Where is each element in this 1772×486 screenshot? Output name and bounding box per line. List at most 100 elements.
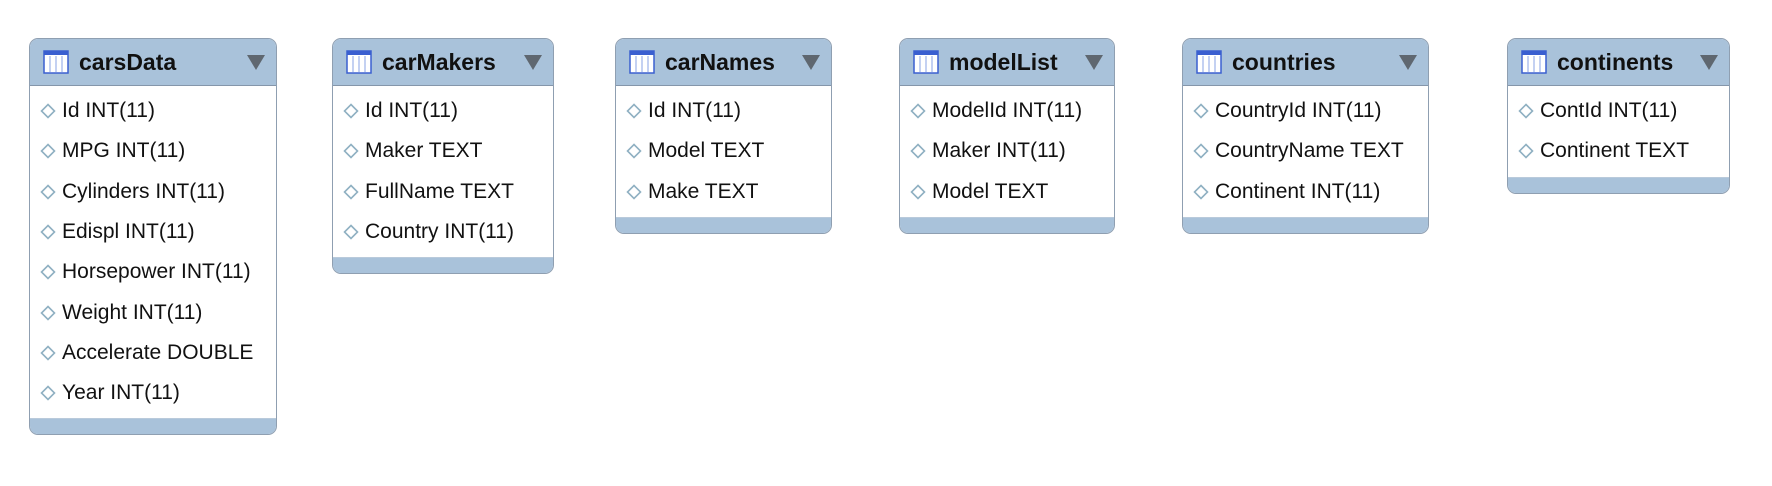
table-continents[interactable]: continents ContId INT(11) Continent TEXT <box>1507 38 1730 194</box>
diamond-icon <box>40 184 56 200</box>
diamond-icon <box>910 143 926 160</box>
column-row[interactable]: Continent TEXT <box>1508 131 1729 171</box>
table-name: modelList <box>949 48 1058 75</box>
column-label: Maker INT(11) <box>932 139 1066 163</box>
diamond-icon <box>1193 184 1209 200</box>
column-row[interactable]: CountryId INT(11) <box>1183 91 1428 131</box>
column-label: Maker TEXT <box>365 139 483 163</box>
table-header[interactable]: modelList <box>900 39 1114 86</box>
table-header[interactable]: continents <box>1508 39 1729 86</box>
table-name: continents <box>1557 48 1674 75</box>
table-carmakers[interactable]: carMakers Id INT(11) Maker TEXT FullName… <box>332 38 554 275</box>
column-list: Id INT(11) Model TEXT Make TEXT <box>616 86 831 217</box>
table-icon <box>43 50 69 74</box>
diamond-icon <box>40 264 56 280</box>
column-row[interactable]: Cylinders INT(11) <box>30 172 276 212</box>
column-label: MPG INT(11) <box>62 139 186 163</box>
column-label: Accelerate DOUBLE <box>62 340 254 364</box>
column-row[interactable]: MPG INT(11) <box>30 131 276 171</box>
column-row[interactable]: Maker TEXT <box>333 131 553 171</box>
table-carnames[interactable]: carNames Id INT(11) Model TEXT Make TEXT <box>615 38 832 234</box>
table-name: carMakers <box>382 48 496 75</box>
diamond-icon <box>1193 103 1209 119</box>
table-modellist[interactable]: modelList ModelId INT(11) Maker INT(11) … <box>899 38 1115 234</box>
column-row[interactable]: Horsepower INT(11) <box>30 252 276 292</box>
diamond-icon <box>1518 103 1534 119</box>
table-icon <box>629 50 655 74</box>
table-footer <box>900 216 1114 233</box>
column-label: Continent INT(11) <box>1215 179 1381 203</box>
column-label: Model TEXT <box>932 179 1049 203</box>
table-footer <box>1508 176 1729 193</box>
column-row[interactable]: Make TEXT <box>616 172 831 212</box>
diamond-icon <box>40 103 56 119</box>
diamond-icon <box>1193 143 1209 160</box>
column-label: Make TEXT <box>648 179 759 203</box>
diamond-icon <box>343 103 359 119</box>
column-row[interactable]: Id INT(11) <box>30 91 276 131</box>
column-row[interactable]: Weight INT(11) <box>30 292 276 332</box>
column-label: CountryName TEXT <box>1215 139 1404 163</box>
column-row[interactable]: Accelerate DOUBLE <box>30 333 276 373</box>
diamond-icon <box>626 143 642 160</box>
triangle-down-icon[interactable] <box>1699 54 1719 71</box>
table-header[interactable]: carsData <box>30 39 276 86</box>
column-label: ModelId INT(11) <box>932 99 1083 123</box>
column-label: Country INT(11) <box>365 220 514 244</box>
table-header[interactable]: carMakers <box>333 39 553 86</box>
table-footer <box>333 257 553 274</box>
diamond-icon <box>40 143 56 160</box>
column-row[interactable]: Id INT(11) <box>333 91 553 131</box>
column-row[interactable]: Id INT(11) <box>616 91 831 131</box>
diamond-icon <box>40 345 56 361</box>
diamond-icon <box>343 143 359 160</box>
triangle-down-icon[interactable] <box>523 54 543 71</box>
column-row[interactable]: ModelId INT(11) <box>900 91 1114 131</box>
column-label: Edispl INT(11) <box>62 220 195 244</box>
table-countries[interactable]: countries CountryId INT(11) CountryName … <box>1182 38 1429 234</box>
table-icon <box>346 50 372 74</box>
triangle-down-icon[interactable] <box>1084 54 1104 71</box>
diamond-icon <box>343 184 359 200</box>
column-row[interactable]: Model TEXT <box>900 172 1114 212</box>
column-row[interactable]: Edispl INT(11) <box>30 212 276 252</box>
table-name: carsData <box>79 48 177 75</box>
diamond-icon <box>40 304 56 321</box>
column-row[interactable]: FullName TEXT <box>333 172 553 212</box>
table-icon <box>913 50 939 74</box>
column-label: CountryId INT(11) <box>1215 99 1382 123</box>
column-row[interactable]: Continent INT(11) <box>1183 172 1428 212</box>
table-header[interactable]: countries <box>1183 39 1428 86</box>
column-row[interactable]: Country INT(11) <box>333 212 553 252</box>
column-row[interactable]: CountryName TEXT <box>1183 131 1428 171</box>
table-icon <box>1196 50 1222 74</box>
diamond-icon <box>1518 143 1534 160</box>
triangle-down-icon[interactable] <box>801 54 821 71</box>
column-label: Weight INT(11) <box>62 300 203 324</box>
column-row[interactable]: Maker INT(11) <box>900 131 1114 171</box>
column-label: Year INT(11) <box>62 381 180 405</box>
diamond-icon <box>343 224 359 240</box>
table-icon <box>1521 50 1547 74</box>
table-carsdata[interactable]: carsData Id INT(11) MPG INT(11) Cylinder… <box>29 38 277 436</box>
triangle-down-icon[interactable] <box>1398 54 1418 71</box>
column-row[interactable]: ContId INT(11) <box>1508 91 1729 131</box>
column-label: Continent TEXT <box>1540 139 1690 163</box>
column-list: Id INT(11) MPG INT(11) Cylinders INT(11)… <box>30 86 276 418</box>
table-footer <box>616 216 831 233</box>
column-label: Cylinders INT(11) <box>62 179 225 203</box>
diamond-icon <box>40 224 56 240</box>
table-footer <box>1183 216 1428 233</box>
triangle-down-icon[interactable] <box>246 54 266 71</box>
column-list: ContId INT(11) Continent TEXT <box>1508 86 1729 177</box>
column-row[interactable]: Model TEXT <box>616 131 831 171</box>
table-header[interactable]: carNames <box>616 39 831 86</box>
column-label: Horsepower INT(11) <box>62 260 251 284</box>
column-row[interactable]: Year INT(11) <box>30 373 276 413</box>
column-list: ModelId INT(11) Maker INT(11) Model TEXT <box>900 86 1114 217</box>
diamond-icon <box>626 103 642 119</box>
column-label: FullName TEXT <box>365 179 514 203</box>
column-label: Id INT(11) <box>648 99 741 123</box>
column-label: Id INT(11) <box>62 99 155 123</box>
